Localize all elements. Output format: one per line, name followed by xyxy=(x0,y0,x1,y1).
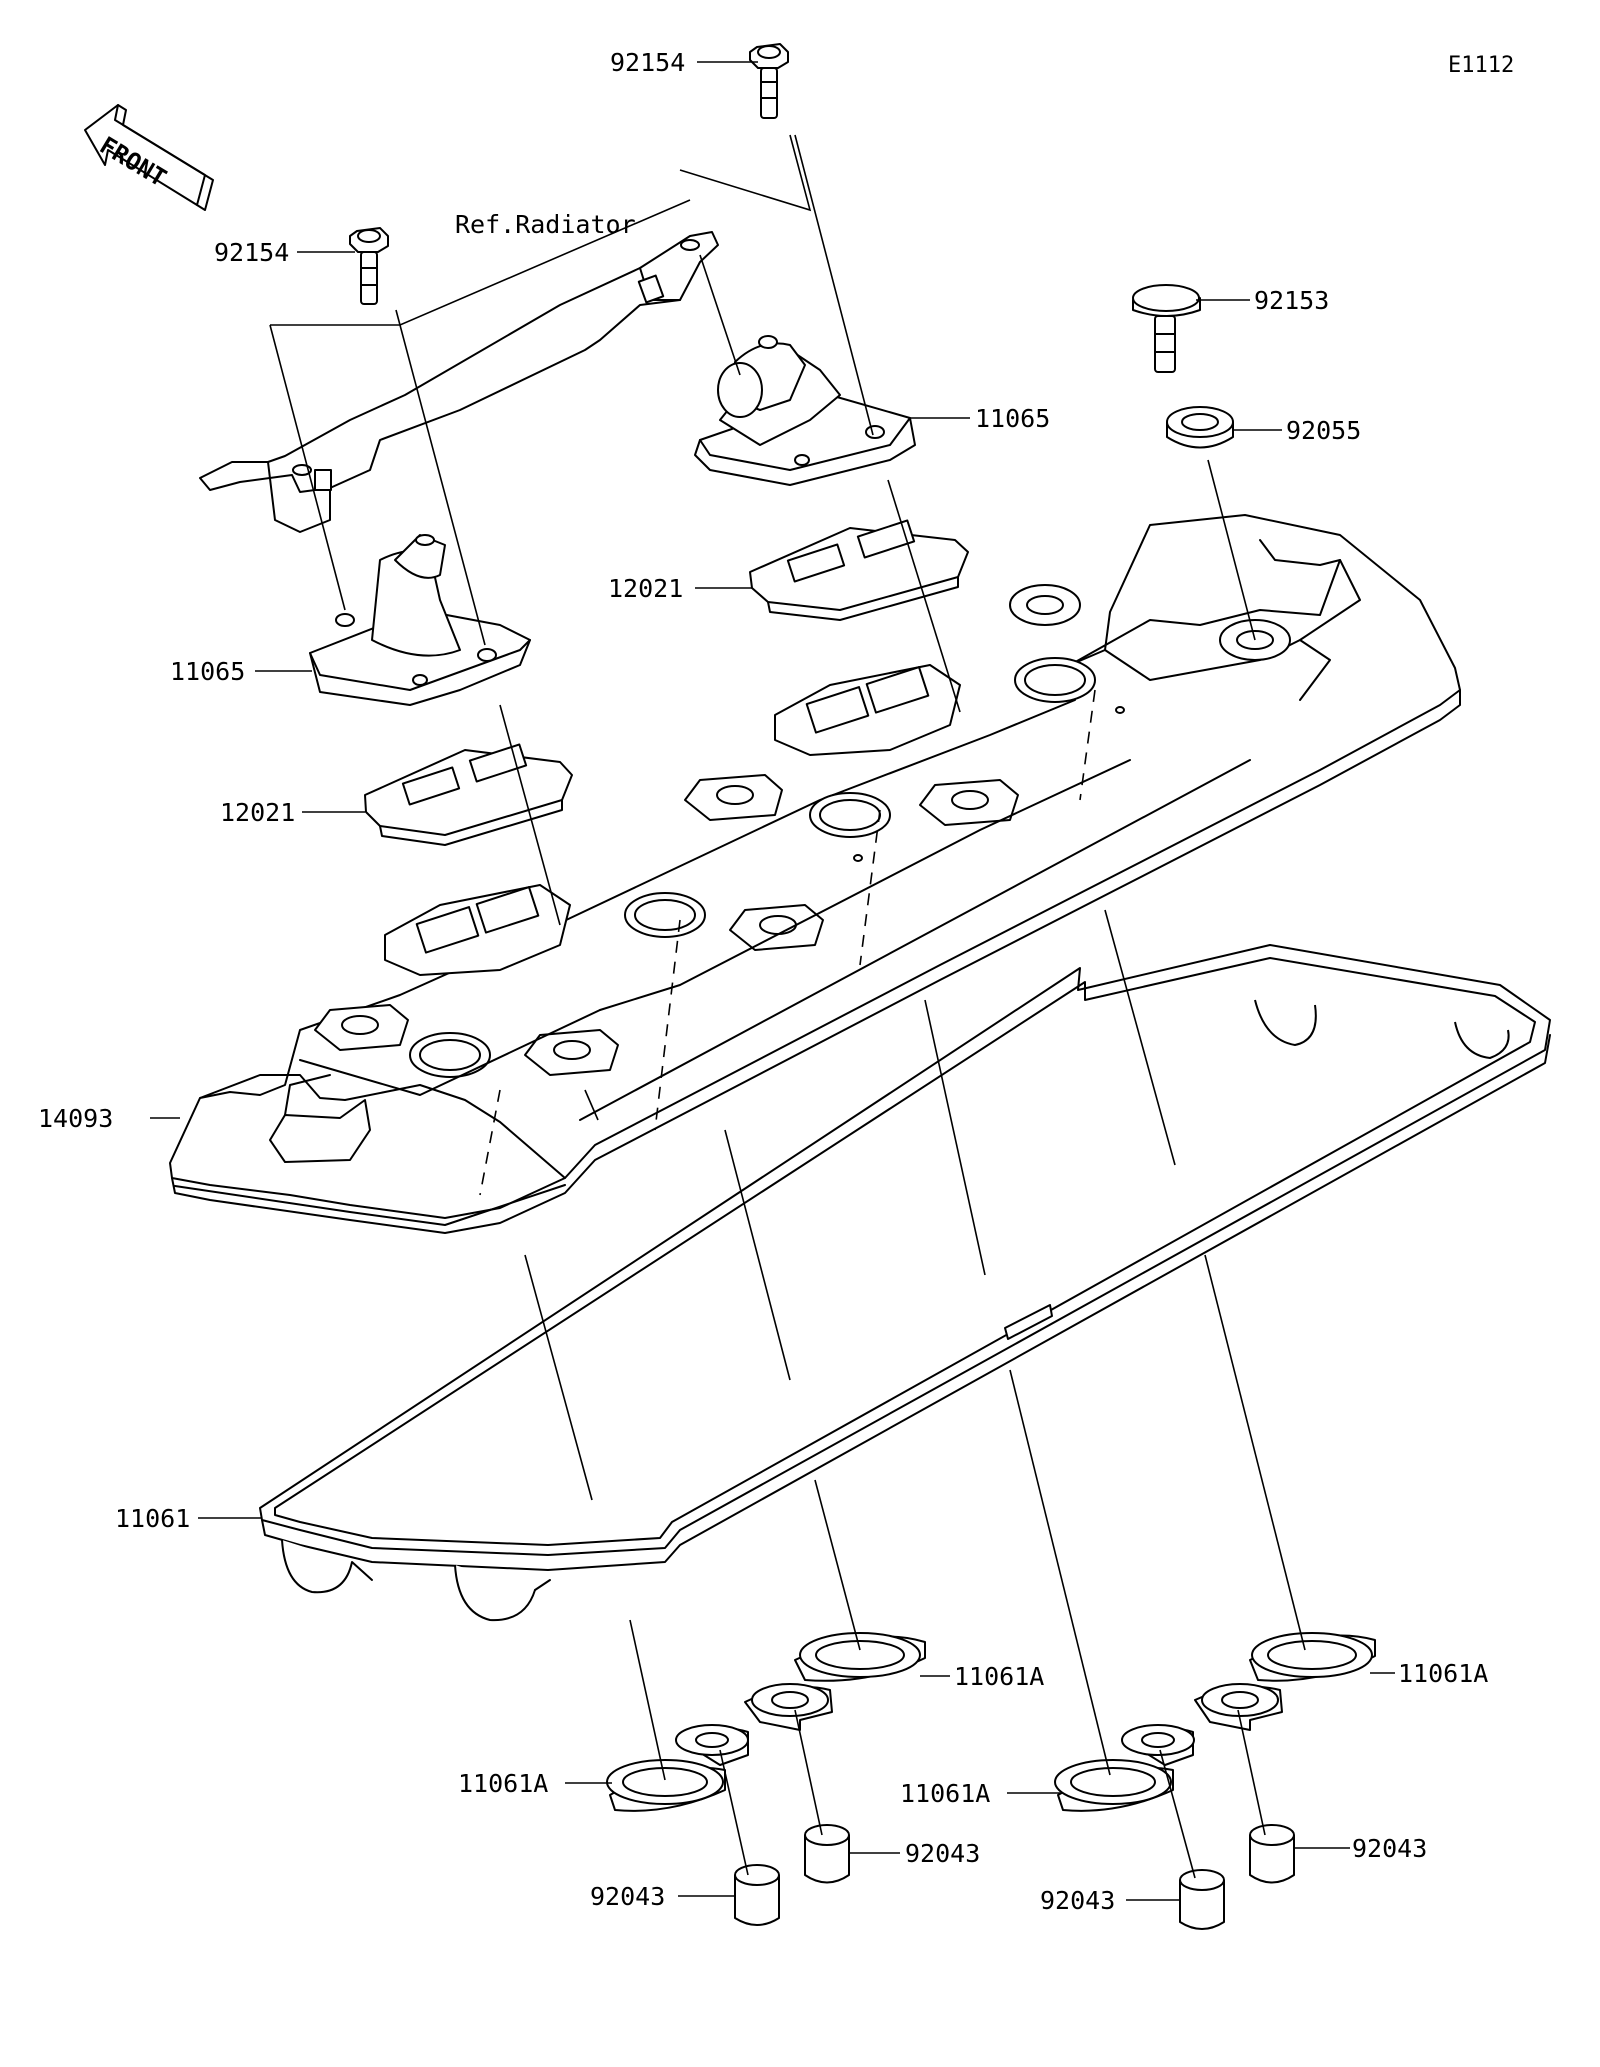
plug-well xyxy=(409,1032,491,1078)
seal-ring-small-4 xyxy=(1121,1724,1195,1766)
collar-4 xyxy=(1179,1869,1225,1930)
cover-boss xyxy=(919,779,1019,826)
seal-ring-2 xyxy=(606,1759,726,1812)
label-collar-4: 92043 xyxy=(1040,1886,1115,1915)
label-ring-3: 11061A xyxy=(458,1769,548,1798)
breather-seat xyxy=(774,664,961,756)
cover-boss xyxy=(684,774,783,821)
label-cap-right: 11065 xyxy=(975,404,1050,433)
reference-note: Ref.Radiator xyxy=(455,210,636,239)
label-bolt-left: 92154 xyxy=(214,238,289,267)
label-washer-right: 92055 xyxy=(1286,416,1361,445)
cover-gasket xyxy=(259,944,1551,1622)
figure-code: E1112 xyxy=(1448,53,1514,78)
label-plate-left: 12021 xyxy=(220,798,295,827)
label-ring-2: 11061A xyxy=(1398,1659,1488,1688)
label-cap-left: 11065 xyxy=(170,657,245,686)
front-arrow-icon: FRONT xyxy=(84,104,214,211)
collar-1 xyxy=(804,1824,850,1884)
seal-ring-small-1 xyxy=(744,1683,833,1731)
label-cover-gasket: 11061 xyxy=(115,1504,190,1533)
plug-well xyxy=(1014,657,1096,703)
plug-well xyxy=(809,792,891,838)
label-bolt-top: 92154 xyxy=(610,48,685,77)
label-plate-right: 12021 xyxy=(608,574,683,603)
seal-ring-small-2 xyxy=(675,1724,749,1766)
gasket-plate-right xyxy=(749,519,969,621)
cover-boss xyxy=(314,1004,409,1051)
bolt-left xyxy=(349,227,389,305)
label-ring-4: 11061A xyxy=(900,1779,990,1808)
cover-boss xyxy=(524,1029,619,1076)
breather-cap-right xyxy=(694,335,916,486)
assembly-lines xyxy=(269,134,1306,1879)
callout-leaders xyxy=(150,61,1395,1901)
label-collar-3: 92043 xyxy=(590,1882,665,1911)
breather-seat xyxy=(384,884,571,976)
gasket-plate-left xyxy=(364,743,573,846)
collar-3 xyxy=(1249,1824,1295,1884)
bolt-right xyxy=(1132,284,1201,373)
head-cover xyxy=(169,514,1461,1234)
seal-ring-1 xyxy=(794,1632,926,1682)
label-collar-1: 92043 xyxy=(905,1839,980,1868)
label-head-cover: 14093 xyxy=(38,1104,113,1133)
bolt-top xyxy=(749,43,789,119)
label-ring-1: 11061A xyxy=(954,1662,1044,1691)
label-bolt-right: 92153 xyxy=(1254,286,1329,315)
washer-right xyxy=(1166,406,1234,449)
seal-ring-small-3 xyxy=(1194,1683,1283,1731)
cover-boss xyxy=(1009,584,1081,626)
plug-well xyxy=(624,892,706,938)
seal-ring-3 xyxy=(1249,1632,1376,1682)
radiator-bracket xyxy=(199,231,719,533)
collar-2 xyxy=(734,1864,780,1926)
seal-ring-4 xyxy=(1054,1759,1174,1812)
breather-cap-left xyxy=(309,534,531,706)
label-collar-2: 92043 xyxy=(1352,1834,1427,1863)
